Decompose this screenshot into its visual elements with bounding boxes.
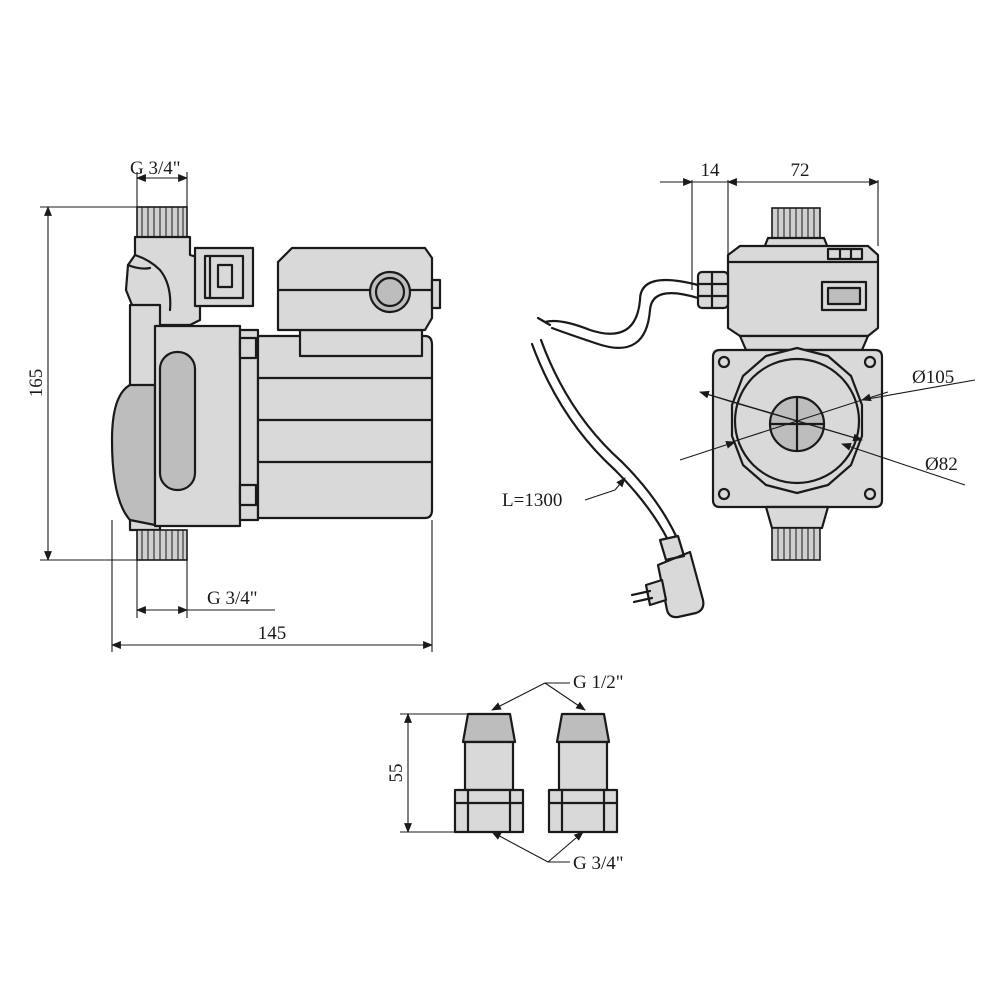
flange-window <box>158 350 197 492</box>
dim-top-thread: G 3/4" <box>130 158 188 207</box>
adapter-height-label: 55 <box>386 764 407 783</box>
box-depth-label: 14 <box>701 160 721 181</box>
power-cable <box>530 278 700 542</box>
height-label: 165 <box>26 369 47 398</box>
bottom-thread-label: G 3/4" <box>207 588 258 609</box>
dim-box: 14 72 <box>660 160 879 290</box>
length-label: 145 <box>258 623 287 644</box>
dim-diameter-82: Ø82 <box>679 441 966 486</box>
connector-block <box>193 246 255 308</box>
dim-bottom-thread: G 3/4" <box>136 560 275 618</box>
diameter-inner-label: Ø82 <box>925 454 958 475</box>
adapter-right <box>547 712 619 834</box>
bottom-outlet-thread <box>136 529 188 561</box>
volute-casing <box>110 383 157 527</box>
dim-length: 145 <box>111 520 433 652</box>
box-width-label: 72 <box>791 160 810 181</box>
dim-height: 165 <box>26 206 137 561</box>
diameter-outer-label: Ø105 <box>912 367 954 388</box>
dim-diameter-105: Ø105 <box>699 367 976 443</box>
motor-housing <box>256 334 434 520</box>
top-inlet-thread <box>136 206 188 238</box>
adapter-left <box>453 712 525 834</box>
front-top-thread <box>762 207 830 250</box>
top-thread-label: G 3/4" <box>130 158 181 179</box>
adapter-top-thread-label: G 1/2" <box>573 672 624 693</box>
front-bottom-thread <box>764 505 830 561</box>
front-view: 14 72 Ø105 Ø82 L=1300 <box>502 160 976 619</box>
cable-length-label: L=1300 <box>502 490 562 511</box>
adapter-bottom-thread-label: G 3/4" <box>573 853 624 874</box>
front-control-box <box>726 244 880 338</box>
cable-gland <box>696 270 730 310</box>
side-view: G 3/4" 165 G 3/4" 145 <box>26 158 442 652</box>
dim-cable-length: L=1300 <box>502 477 626 511</box>
display-window-icon <box>826 286 862 306</box>
adapter-fittings: G 1/2" G 3/4" 55 <box>386 672 624 874</box>
control-box <box>276 246 442 332</box>
power-plug-icon <box>630 534 705 619</box>
motor-terminal-plate <box>298 328 424 358</box>
